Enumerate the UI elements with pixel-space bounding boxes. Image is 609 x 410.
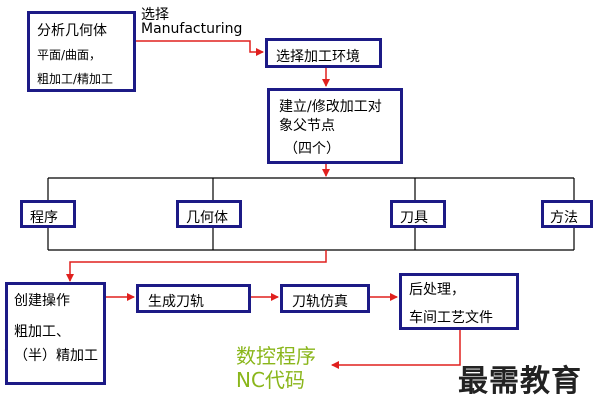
program-label: 程序 <box>30 210 58 226</box>
select-env-box: 选择加工环境 <box>265 38 382 68</box>
analyze-title: 分析几何体 <box>37 23 107 39</box>
create-line2: （半）精加工 <box>14 348 98 364</box>
method-label: 方法 <box>550 210 578 226</box>
tool-box: 刀具 <box>390 200 446 228</box>
analyze-line2: 粗加工/精加工 <box>37 72 114 86</box>
parent-line2: 象父节点 <box>279 118 335 134</box>
watermark-logo: 最需教育 <box>458 364 582 399</box>
analyze-line1: 平面/曲面， <box>37 48 102 62</box>
parent-line3: （四个） <box>284 141 340 157</box>
tree-bracket <box>47 177 575 251</box>
geometry-label: 几何体 <box>186 210 228 226</box>
simulate-label: 刀轨仿真 <box>292 294 348 310</box>
gen-path-box: 生成刀轨 <box>136 284 251 313</box>
nc-line2: NC代码 <box>236 368 305 392</box>
choose-label-2: Manufacturing <box>141 21 243 37</box>
create-line1: 粗加工、 <box>14 324 70 340</box>
analyze-geometry-box: 分析几何体 平面/曲面， 粗加工/精加工 <box>27 11 136 92</box>
post-process-box: 后处理， 车间工艺文件 <box>399 273 519 330</box>
parent-line1: 建立/修改加工对 <box>279 99 382 115</box>
simulate-box: 刀轨仿真 <box>280 284 370 313</box>
parent-nodes-box: 建立/修改加工对 象父节点 （四个） <box>267 88 403 164</box>
program-box: 程序 <box>20 200 76 228</box>
geometry-box: 几何体 <box>176 200 242 228</box>
post-line1: 后处理， <box>409 282 465 298</box>
create-op-box: 创建操作 粗加工、 （半）精加工 <box>5 282 106 385</box>
nc-line1: 数控程序 <box>236 344 316 368</box>
arrow-analyze-to-env <box>135 40 264 56</box>
choose-label-1: 选择 <box>141 7 169 23</box>
gen-path-label: 生成刀轨 <box>148 294 204 310</box>
arrow-tree-to-create <box>66 250 327 282</box>
method-box: 方法 <box>541 200 593 228</box>
select-env-label: 选择加工环境 <box>276 49 360 65</box>
arrow-post-to-nc <box>331 329 461 369</box>
tool-label: 刀具 <box>400 210 428 226</box>
post-line2: 车间工艺文件 <box>409 310 493 326</box>
create-title: 创建操作 <box>14 293 70 309</box>
